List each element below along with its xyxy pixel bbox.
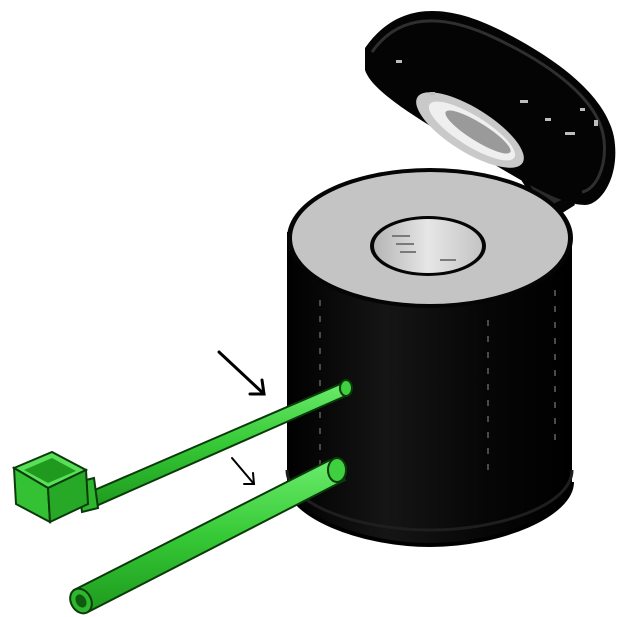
straight-tube bbox=[66, 458, 346, 617]
pointer-upper-tube bbox=[219, 352, 264, 394]
pointer-lower-tube bbox=[232, 458, 254, 484]
